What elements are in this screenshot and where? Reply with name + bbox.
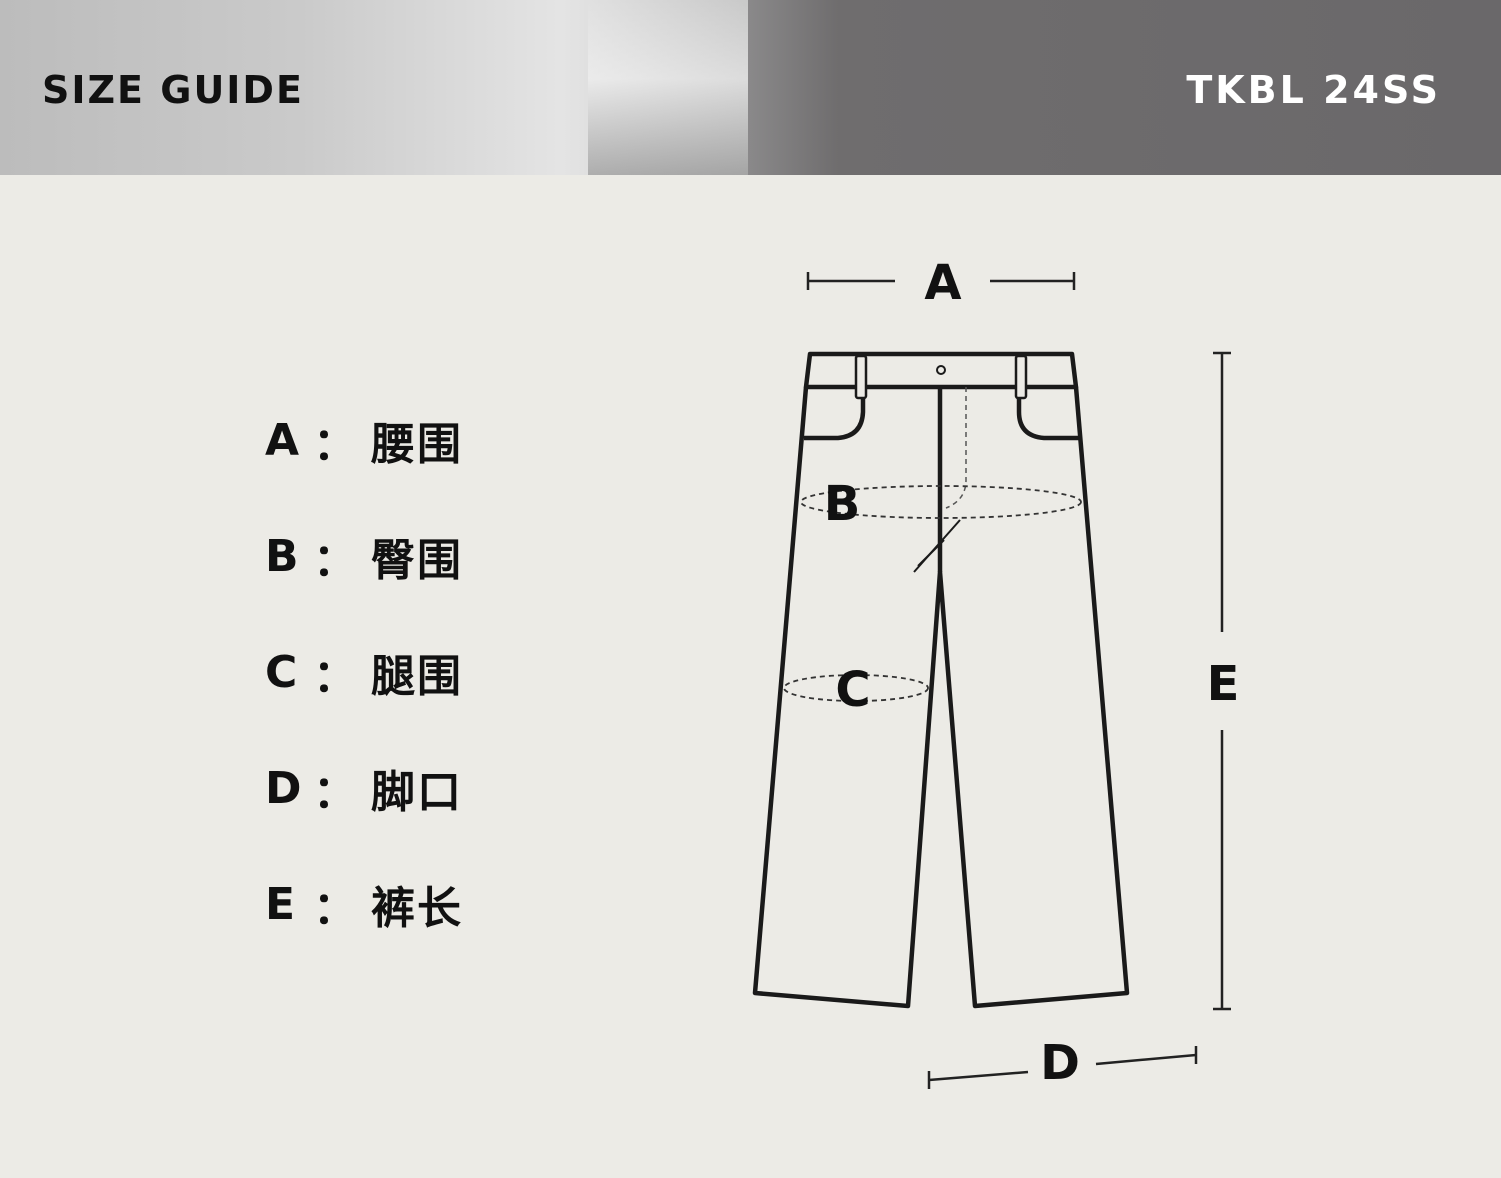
dimension-d xyxy=(927,1046,1198,1089)
label-e: E xyxy=(1207,656,1240,712)
hip-measure-ellipse xyxy=(800,485,1082,519)
button-icon xyxy=(936,365,946,375)
fly-stitching xyxy=(945,387,967,509)
crotch-lines xyxy=(913,519,961,573)
label-c: C xyxy=(835,662,870,718)
legend-item-a: A ： 腰围 xyxy=(265,410,463,471)
dimension-e xyxy=(1213,351,1231,1011)
thigh-measure-ellipse xyxy=(783,674,929,702)
legend-key: D xyxy=(265,762,302,814)
legend-item-c: C ： 腿围 xyxy=(265,642,463,703)
legend-key: B xyxy=(265,530,299,582)
pants-outline xyxy=(752,351,1130,1009)
legend-item-d: D ： 脚口 xyxy=(265,758,463,819)
legend-label: 腿围 xyxy=(371,651,463,702)
legend-key: E xyxy=(265,878,296,930)
label-d: D xyxy=(1040,1035,1080,1091)
dimension-a xyxy=(806,272,1076,290)
collection-code: TKBL 24SS xyxy=(1186,68,1441,112)
legend-key: C xyxy=(265,646,298,698)
header: SIZE GUIDE TKBL 24SS xyxy=(0,0,1501,175)
legend-label: 裤长 xyxy=(371,883,463,934)
header-left-panel xyxy=(0,0,748,175)
legend-item-b: B ： 臀围 xyxy=(265,526,463,587)
legend-item-e: E ： 裤长 xyxy=(265,874,463,935)
label-b: B xyxy=(824,476,861,532)
belt-loops xyxy=(854,354,1028,400)
page-title: SIZE GUIDE xyxy=(42,68,304,112)
legend-label: 腰围 xyxy=(371,419,463,470)
header-right-panel xyxy=(748,0,1501,175)
label-a: A xyxy=(924,255,961,311)
legend-label: 臀围 xyxy=(371,535,463,586)
legend-label: 脚口 xyxy=(371,767,463,818)
legend-key: A xyxy=(265,414,300,466)
